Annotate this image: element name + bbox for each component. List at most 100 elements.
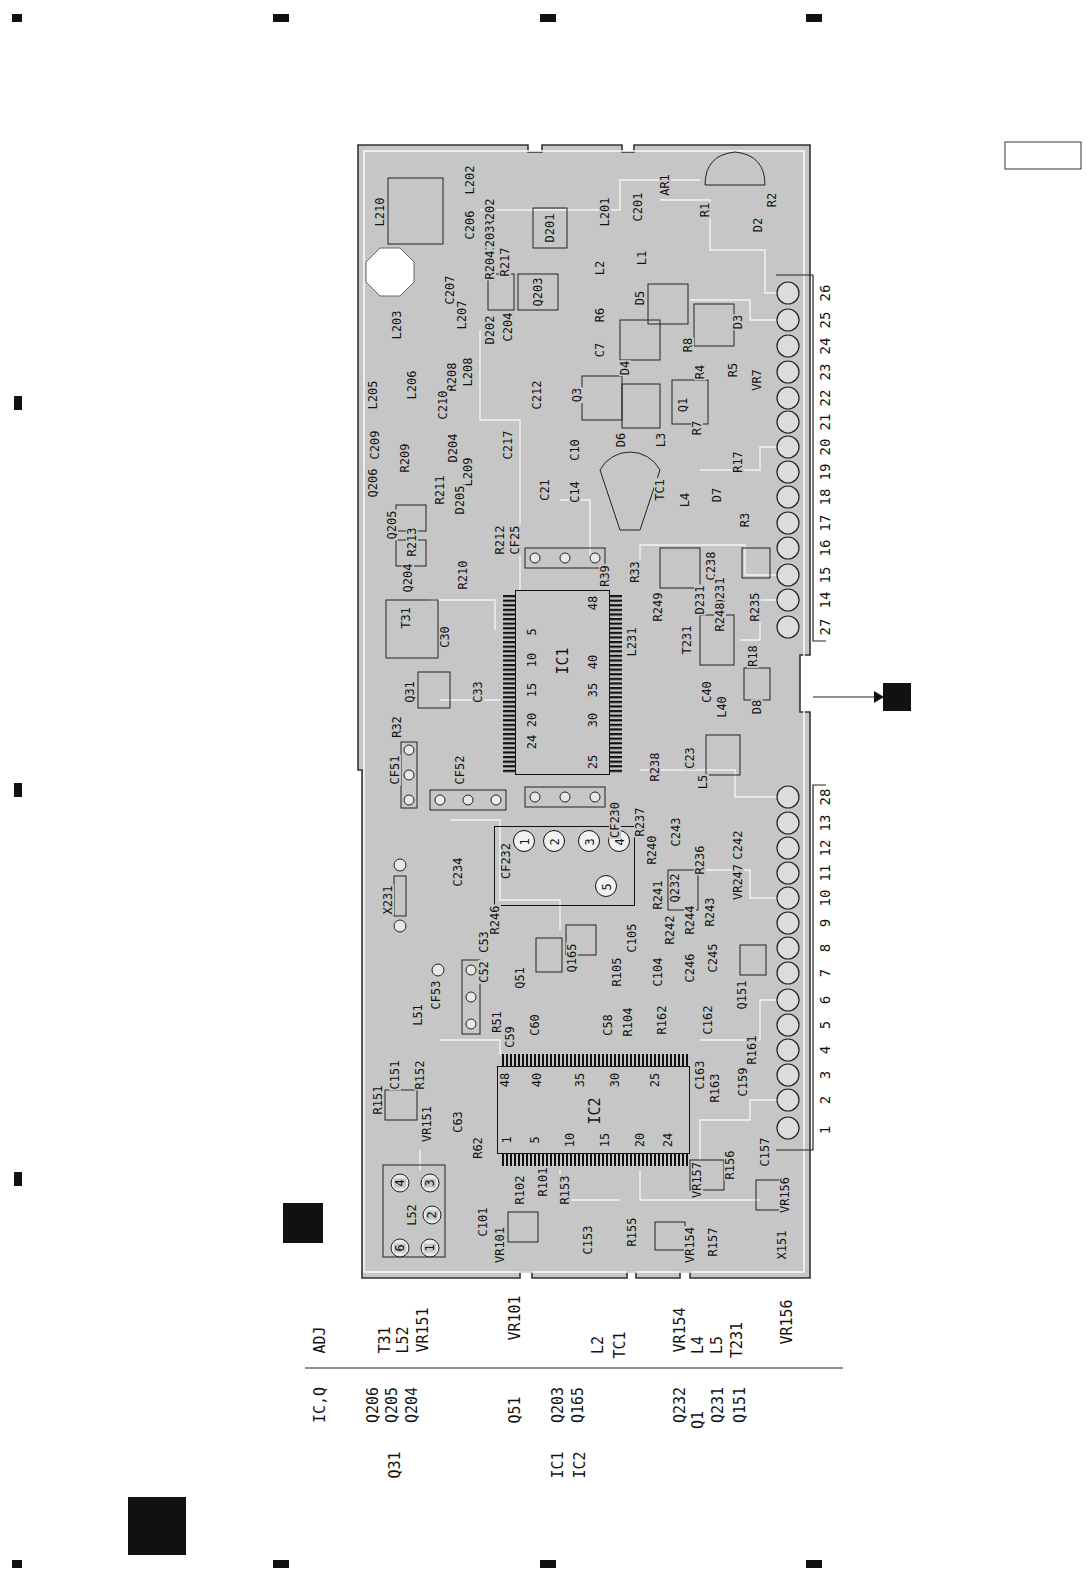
part-label: 30: [587, 712, 599, 728]
part-label: R153: [559, 1175, 571, 1206]
node-label: 3: [584, 838, 596, 845]
part-label: R5: [727, 362, 739, 378]
part-label: C209: [369, 430, 381, 461]
part-label: C243: [670, 817, 682, 848]
part-label: Q31: [388, 1450, 403, 1479]
part-label: Q51: [508, 1395, 523, 1424]
transistor-outline: [536, 938, 562, 972]
part-label: 1: [501, 1135, 513, 1144]
part-label: C52: [478, 960, 490, 984]
part-label: Q3: [571, 387, 583, 403]
part-label: R209: [399, 443, 411, 474]
component-outlines: [383, 152, 782, 1257]
part-label: C33: [472, 680, 484, 704]
part-label: 22: [818, 389, 832, 408]
diode-outline: [744, 668, 770, 700]
part-label: C63: [452, 1110, 464, 1134]
pin-circle: 5: [595, 875, 617, 897]
part-label: D5: [634, 290, 646, 306]
part-label: AR1: [659, 173, 671, 197]
part-label: C105: [626, 923, 638, 954]
part-label: R243: [704, 897, 716, 928]
part-label: R237: [634, 807, 646, 838]
part-label: C10: [569, 438, 581, 462]
part-label: 13: [818, 814, 832, 833]
bracket-line: [776, 275, 826, 641]
part-label: C246: [684, 953, 696, 984]
part-label: 23: [818, 363, 832, 382]
part-label: Q165: [571, 1386, 586, 1424]
part-label: C153: [582, 1225, 594, 1256]
part-label: R39: [599, 564, 611, 588]
part-label: TC1: [654, 478, 666, 502]
part-label: L51: [412, 1003, 424, 1027]
part-label: L52: [396, 1325, 411, 1354]
node-label: 4: [614, 838, 626, 845]
part-label: T31: [378, 1325, 393, 1354]
part-label: VR154: [684, 1226, 696, 1264]
filter-outline: [430, 790, 506, 810]
part-label: R217: [499, 247, 511, 278]
part-label: L3: [655, 432, 667, 448]
part-label: 20: [526, 712, 538, 728]
part-label: L209: [462, 457, 474, 488]
part-label: D4: [619, 360, 631, 376]
registration-marks: [12, 14, 822, 1568]
part-label: Q1: [677, 397, 689, 413]
part-label: CF51: [389, 755, 401, 786]
part-label: C59: [504, 1025, 516, 1049]
part-label: TC1: [613, 1330, 628, 1359]
part-label: Q151: [736, 980, 748, 1011]
reg-mark: [14, 396, 22, 410]
reg-mark: [12, 14, 22, 22]
part-label: 18: [818, 488, 832, 507]
connector-pads: [777, 282, 799, 1139]
ic-pin-row: [610, 595, 622, 773]
part-label: R33: [629, 560, 641, 584]
part-label: Q205: [386, 510, 398, 541]
part-label: Q165: [566, 943, 578, 974]
trimmer-capacitor: [600, 452, 660, 530]
coil-outline: [383, 1165, 445, 1257]
table-rule: [305, 1367, 843, 1368]
part-label: 48: [587, 595, 599, 611]
part-label: C14: [569, 480, 581, 504]
part-label: 27: [818, 618, 832, 637]
part-label: VR247: [732, 863, 744, 901]
part-label: Q151: [733, 1386, 748, 1424]
part-label: C206: [464, 210, 476, 241]
part-label: 6: [818, 995, 832, 1005]
part-label: 10: [526, 652, 538, 668]
part-label: R151: [372, 1085, 384, 1116]
part-label: 3: [424, 1178, 436, 1187]
part-label: 8: [818, 943, 832, 953]
part-label: R1: [699, 202, 711, 218]
part-label: VR101: [494, 1226, 506, 1264]
reg-mark: [14, 783, 22, 797]
reg-mark: [273, 14, 289, 22]
leader-line: [813, 696, 876, 697]
part-label: R157: [707, 1227, 719, 1258]
part-label: R32: [391, 715, 403, 739]
part-label: 9: [818, 918, 832, 928]
part-label: D2: [752, 217, 764, 233]
part-label: C53: [478, 930, 490, 954]
reg-mark: [806, 14, 822, 22]
black-marker: [283, 1203, 323, 1243]
board-hole: [366, 248, 414, 296]
reg-mark: [540, 1560, 556, 1568]
part-label: T231: [681, 625, 693, 656]
pcb-board: [358, 145, 810, 1278]
arrow-head: [874, 691, 884, 703]
part-label: VR151: [421, 1105, 433, 1143]
part-label: 7: [818, 968, 832, 978]
part-label: Q205: [385, 1386, 400, 1424]
transformer-outline: [386, 600, 438, 658]
crystal-outline: [394, 876, 406, 916]
part-label: 48: [499, 1072, 511, 1088]
part-label: 24: [526, 734, 538, 750]
part-label: 24: [662, 1132, 674, 1148]
copper-traces: [420, 180, 788, 1200]
pin-circle: 2: [543, 830, 565, 852]
part-label: R51: [491, 1010, 503, 1034]
